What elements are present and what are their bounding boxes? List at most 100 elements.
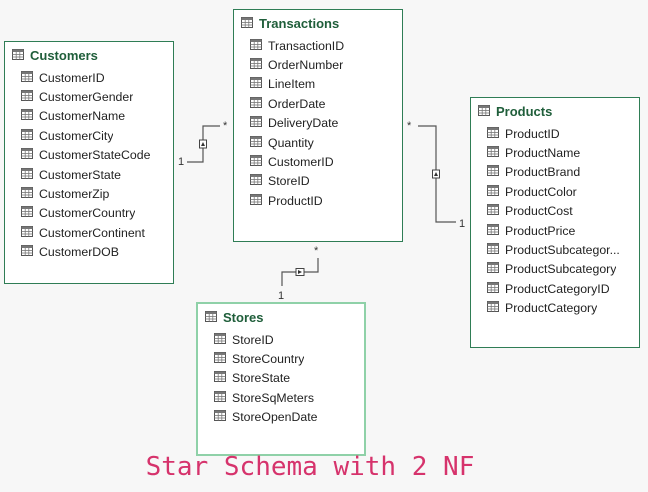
field-label: StoreSqMeters	[232, 390, 315, 405]
column-icon	[250, 96, 262, 111]
column-icon	[21, 90, 33, 104]
column-grid-icon	[21, 225, 33, 237]
column-grid-icon	[21, 245, 33, 257]
field-item[interactable]: CustomerState	[21, 165, 173, 184]
relationship-products-transactions[interactable]: * 1	[407, 120, 465, 230]
field-item[interactable]: StoreID	[250, 172, 402, 191]
table-grid-icon	[205, 310, 217, 322]
column-icon	[21, 70, 33, 85]
field-item[interactable]: ProductCategoryID	[487, 279, 639, 298]
column-icon	[487, 126, 499, 141]
field-item[interactable]: DeliveryDate	[250, 114, 402, 133]
cardinality-one-label: 1	[459, 218, 465, 230]
column-grid-icon	[214, 352, 226, 364]
column-icon	[21, 128, 33, 143]
field-label: ProductCost	[505, 204, 573, 219]
column-icon	[250, 155, 262, 169]
table-header[interactable]: Stores	[198, 304, 364, 330]
field-item[interactable]: ProductName	[487, 143, 639, 162]
field-item[interactable]: ProductID	[487, 124, 639, 143]
field-item[interactable]: StoreID	[214, 330, 364, 349]
field-item[interactable]: ProductCategory	[487, 299, 639, 318]
table-header[interactable]: Customers	[5, 42, 173, 68]
field-item[interactable]: ProductSubcategor...	[487, 240, 639, 259]
column-icon	[21, 148, 33, 162]
relationship-customers-transactions[interactable]: 1 *	[178, 120, 228, 168]
field-label: StoreID	[232, 332, 274, 347]
field-item[interactable]: CustomerID	[21, 68, 173, 87]
field-item[interactable]: StoreOpenDate	[214, 408, 364, 427]
column-grid-icon	[214, 410, 226, 422]
field-item[interactable]: ProductSubcategory	[487, 260, 639, 279]
table-icon	[478, 104, 490, 119]
cardinality-one-label: 1	[278, 290, 284, 302]
field-item[interactable]: CustomerCountry	[21, 204, 173, 223]
column-grid-icon	[250, 96, 262, 108]
field-item[interactable]: OrderNumber	[250, 55, 402, 74]
field-item[interactable]: LineItem	[250, 75, 402, 94]
field-label: StoreOpenDate	[232, 410, 318, 425]
table-icon	[241, 16, 253, 31]
field-item[interactable]: StoreState	[214, 369, 364, 388]
field-item[interactable]: CustomerCity	[21, 126, 173, 145]
column-grid-icon	[487, 204, 499, 216]
field-item[interactable]: CustomerName	[21, 107, 173, 126]
field-item[interactable]: CustomerGender	[21, 87, 173, 106]
field-label: TransactionID	[268, 38, 345, 53]
field-item[interactable]: CustomerDOB	[21, 243, 173, 262]
column-grid-icon	[487, 165, 499, 177]
column-grid-icon	[21, 167, 33, 179]
column-icon	[21, 167, 33, 182]
relationship-stores-transactions[interactable]: * 1	[278, 245, 319, 302]
column-grid-icon	[250, 174, 262, 186]
field-item[interactable]: ProductID	[250, 191, 402, 210]
field-label: ProductSubcategory	[505, 262, 617, 277]
table-grid-icon	[478, 104, 490, 116]
field-label: CustomerGender	[39, 90, 134, 105]
field-label: CustomerName	[39, 109, 126, 124]
column-grid-icon	[250, 77, 262, 89]
field-label: ProductBrand	[505, 165, 581, 180]
field-item[interactable]: TransactionID	[250, 36, 402, 55]
column-icon	[214, 352, 226, 366]
table-header[interactable]: Transactions	[234, 10, 402, 36]
column-icon	[214, 332, 226, 347]
field-item[interactable]: Quantity	[250, 133, 402, 152]
field-item[interactable]: StoreCountry	[214, 349, 364, 368]
column-icon	[487, 223, 499, 238]
column-icon	[250, 193, 262, 208]
field-label: CustomerStateCode	[39, 148, 151, 163]
field-label: ProductPrice	[505, 223, 576, 238]
column-icon	[250, 38, 262, 53]
column-grid-icon	[21, 148, 33, 160]
table-icon	[12, 48, 24, 63]
table-header[interactable]: Products	[471, 98, 639, 124]
field-item[interactable]: CustomerContinent	[21, 223, 173, 242]
table-grid-icon	[241, 16, 253, 28]
column-icon	[487, 146, 499, 160]
column-icon	[250, 135, 262, 150]
field-item[interactable]: OrderDate	[250, 94, 402, 113]
field-item[interactable]: CustomerID	[250, 152, 402, 171]
table-icon	[205, 310, 217, 325]
field-item[interactable]: ProductColor	[487, 182, 639, 201]
column-icon	[250, 174, 262, 188]
column-grid-icon	[250, 116, 262, 128]
column-grid-icon	[214, 371, 226, 383]
field-item[interactable]: CustomerZip	[21, 184, 173, 203]
field-label: ProductColor	[505, 184, 577, 199]
field-item[interactable]: StoreSqMeters	[214, 388, 364, 407]
field-item[interactable]: CustomerStateCode	[21, 146, 173, 165]
field-item[interactable]: ProductCost	[487, 202, 639, 221]
field-label: StoreID	[268, 174, 310, 189]
field-item[interactable]: ProductBrand	[487, 163, 639, 182]
field-item[interactable]: ProductPrice	[487, 221, 639, 240]
column-icon	[487, 281, 499, 296]
